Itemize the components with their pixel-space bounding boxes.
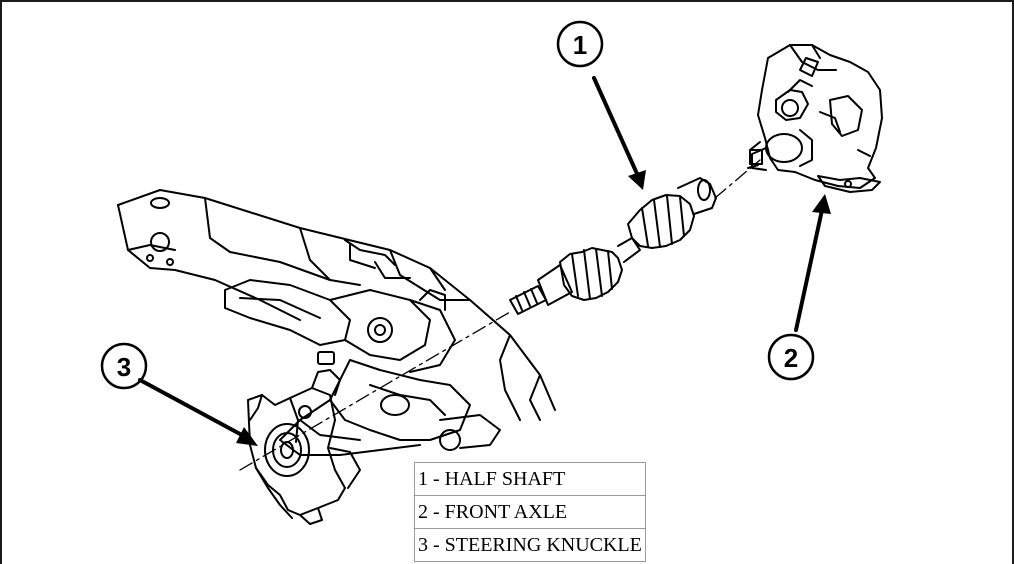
top-border	[0, 0, 1014, 2]
callout-1: 1	[556, 20, 604, 68]
parts-legend: 1 - HALF SHAFT 2 - FRONT AXLE 3 - STEERI…	[414, 462, 646, 562]
steering-knuckle-drawing	[247, 369, 361, 525]
svg-text:3: 3	[117, 352, 131, 382]
exploded-diagram: 1 2 3	[98, 8, 888, 564]
right-border	[1012, 0, 1014, 564]
half-shaft-drawing	[509, 177, 717, 315]
legend-item-front-axle: 2 - FRONT AXLE	[414, 495, 646, 529]
left-border	[0, 0, 2, 564]
svg-text:2: 2	[784, 343, 798, 373]
legend-row: 1 - HALF SHAFT	[414, 462, 646, 496]
front-axle-drawing	[747, 44, 883, 193]
suspension-arms	[224, 279, 501, 456]
assembly-axis-line	[239, 159, 761, 471]
callout-3: 3	[100, 342, 148, 390]
svg-text:1: 1	[573, 30, 587, 60]
legend-row: 3 - STEERING KNUCKLE	[414, 528, 646, 562]
callout-arrows	[138, 76, 831, 446]
legend-item-steering-knuckle: 3 - STEERING KNUCKLE	[414, 528, 646, 562]
legend-item-half-shaft: 1 - HALF SHAFT	[414, 462, 646, 496]
callout-2: 2	[767, 333, 815, 381]
legend-row: 2 - FRONT AXLE	[414, 495, 646, 529]
